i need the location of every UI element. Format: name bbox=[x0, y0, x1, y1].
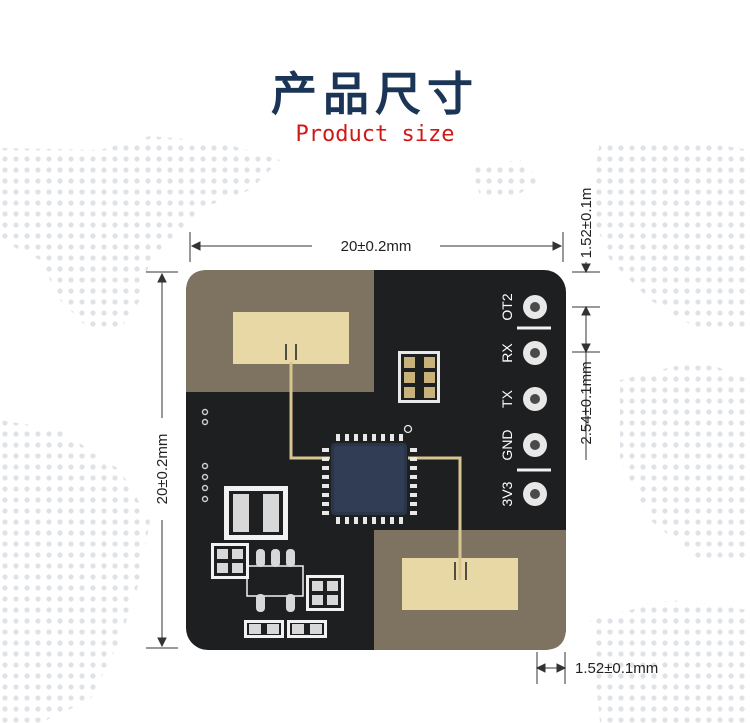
antenna-pad-top bbox=[233, 312, 349, 364]
page-subtitle: Product size bbox=[295, 122, 455, 147]
page-title: 产品尺寸 bbox=[271, 67, 479, 121]
inductor-component bbox=[224, 486, 288, 540]
pin-header bbox=[517, 295, 551, 506]
pin-label-3v3: 3V3 bbox=[499, 481, 515, 506]
dimension-pin-edge-label: 1.52±0.1m bbox=[578, 188, 595, 259]
dimension-height-label: 20±0.2mm bbox=[154, 434, 171, 505]
radar-ic-chip bbox=[322, 424, 417, 524]
smd-pads-array bbox=[398, 351, 440, 403]
pin-label-gnd: GND bbox=[499, 429, 515, 460]
pin-label-tx: TX bbox=[499, 389, 515, 408]
passive-components bbox=[211, 543, 344, 638]
pin-label-ot2: OT2 bbox=[499, 293, 515, 320]
dimension-bottom-edge-label: 1.52±0.1mm bbox=[575, 660, 658, 677]
pin-label-rx: RX bbox=[499, 343, 515, 363]
dimension-width-label: 20±0.2mm bbox=[341, 238, 412, 255]
dimension-pin-pitch-label: 2.54±0.1mm bbox=[578, 361, 595, 444]
